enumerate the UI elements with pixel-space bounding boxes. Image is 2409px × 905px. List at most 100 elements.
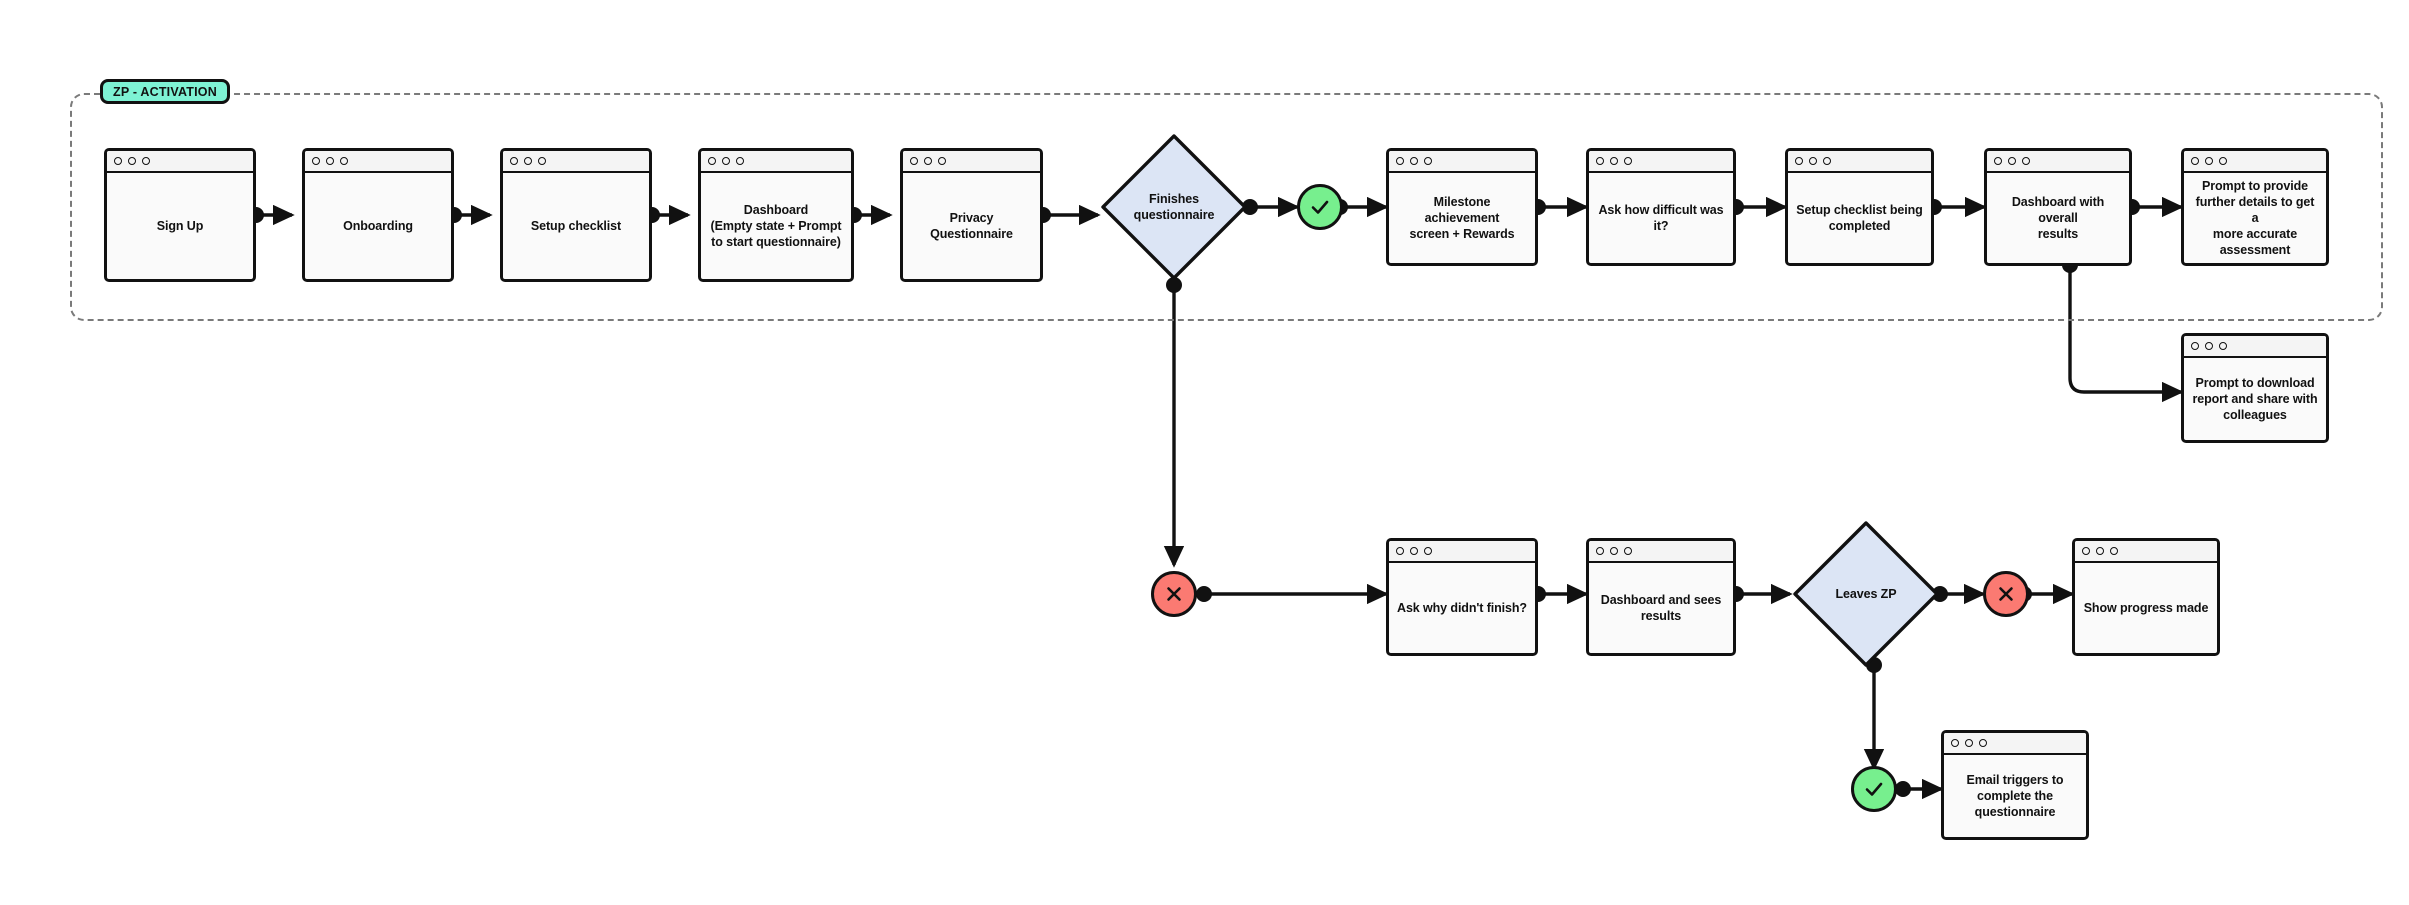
- window-titlebar: [503, 151, 649, 173]
- window-dot-icon: [1795, 157, 1803, 165]
- window-dot-icon: [708, 157, 716, 165]
- window-dot-icon: [2082, 547, 2090, 555]
- node-success-marker-top[interactable]: [1297, 184, 1343, 230]
- window-titlebar: [701, 151, 851, 173]
- node-label: Ask how difficult was it?: [1598, 203, 1724, 233]
- window-titlebar: [2184, 151, 2326, 173]
- window-dot-icon: [2219, 157, 2227, 165]
- window-body: Email triggers to complete the questionn…: [1944, 755, 2086, 837]
- window-titlebar: [2184, 336, 2326, 358]
- node-label: Dashboard (Empty state + Prompt to start…: [710, 203, 842, 249]
- node-finishes-questionnaire[interactable]: Finishes questionnaire: [1098, 131, 1250, 283]
- window-titlebar: [1788, 151, 1931, 173]
- node-label: Show progress made: [2083, 601, 2209, 615]
- node-setup-checklist[interactable]: Setup checklist: [500, 148, 652, 282]
- window-titlebar: [903, 151, 1040, 173]
- cross-mark-icon: [1999, 587, 2013, 601]
- node-milestone-achievement[interactable]: Milestone achievement screen + Rewards: [1386, 148, 1538, 266]
- node-label: Ask why didn't finish?: [1397, 601, 1527, 615]
- group-badge-label: ZP - ACTIVATION: [113, 84, 217, 99]
- window-titlebar: [1944, 733, 2086, 755]
- window-dot-icon: [722, 157, 730, 165]
- window-body: Privacy Questionnaire: [903, 173, 1040, 279]
- node-prompt-download-report[interactable]: Prompt to download report and share with…: [2181, 333, 2329, 443]
- window-dot-icon: [1823, 157, 1831, 165]
- node-dashboard-empty-state[interactable]: Dashboard (Empty state + Prompt to start…: [698, 148, 854, 282]
- window-body: Dashboard with overall results: [1987, 173, 2129, 263]
- node-dashboard-sees-results[interactable]: Dashboard and sees results: [1586, 538, 1736, 656]
- node-fail-marker-questionnaire[interactable]: [1151, 571, 1197, 617]
- window-dot-icon: [1951, 739, 1959, 747]
- window-dot-icon: [1979, 739, 1987, 747]
- window-dot-icon: [1624, 547, 1632, 555]
- window-body: Onboarding: [305, 173, 451, 279]
- window-dot-icon: [1610, 547, 1618, 555]
- window-titlebar: [1389, 541, 1535, 563]
- window-dot-icon: [1396, 157, 1404, 165]
- node-label: Email triggers to complete the questionn…: [1966, 773, 2064, 819]
- window-dot-icon: [142, 157, 150, 165]
- node-label: Setup checklist: [530, 219, 622, 233]
- cross-mark-icon: [1167, 587, 1181, 601]
- node-label: Prompt to provide further details to get…: [2195, 179, 2315, 257]
- node-label: Prompt to download report and share with…: [2192, 376, 2318, 422]
- node-show-progress-made[interactable]: Show progress made: [2072, 538, 2220, 656]
- window-dot-icon: [1596, 157, 1604, 165]
- window-dot-icon: [1809, 157, 1817, 165]
- window-dot-icon: [312, 157, 320, 165]
- node-privacy-questionnaire[interactable]: Privacy Questionnaire: [900, 148, 1043, 282]
- group-container-activation: [70, 93, 2383, 321]
- window-dot-icon: [1610, 157, 1618, 165]
- diamond-shape: [1101, 134, 1247, 280]
- window-dot-icon: [910, 157, 918, 165]
- window-body: Dashboard (Empty state + Prompt to start…: [701, 173, 851, 279]
- window-dot-icon: [1410, 547, 1418, 555]
- node-label: Setup checklist being completed: [1796, 203, 1923, 233]
- node-label: Leaves ZP: [1835, 587, 1897, 601]
- window-titlebar: [1987, 151, 2129, 173]
- window-dot-icon: [1424, 157, 1432, 165]
- window-titlebar: [1589, 541, 1733, 563]
- window-titlebar: [305, 151, 451, 173]
- window-dot-icon: [510, 157, 518, 165]
- node-onboarding[interactable]: Onboarding: [302, 148, 454, 282]
- window-dot-icon: [2022, 157, 2030, 165]
- window-titlebar: [2075, 541, 2217, 563]
- window-titlebar: [107, 151, 253, 173]
- node-ask-difficulty[interactable]: Ask how difficult was it?: [1586, 148, 1736, 266]
- check-mark-icon: [1311, 200, 1329, 214]
- window-body: Setup checklist: [503, 173, 649, 279]
- node-ask-why-didnt-finish[interactable]: Ask why didn't finish?: [1386, 538, 1538, 656]
- window-dot-icon: [524, 157, 532, 165]
- window-dot-icon: [2205, 342, 2213, 350]
- node-label: Milestone achievement screen + Rewards: [1409, 195, 1515, 241]
- window-body: Ask why didn't finish?: [1389, 563, 1535, 653]
- node-dashboard-overall-results[interactable]: Dashboard with overall results: [1984, 148, 2132, 266]
- window-dot-icon: [1965, 739, 1973, 747]
- window-dot-icon: [1994, 157, 2002, 165]
- window-dot-icon: [938, 157, 946, 165]
- node-fail-marker-leaves[interactable]: [1983, 571, 2029, 617]
- group-badge-activation[interactable]: ZP - ACTIVATION: [100, 79, 230, 104]
- node-sign-up[interactable]: Sign Up: [104, 148, 256, 282]
- node-label: Dashboard with overall results: [2011, 195, 2105, 241]
- window-dot-icon: [2191, 157, 2199, 165]
- window-dot-icon: [2110, 547, 2118, 555]
- node-prompt-further-details[interactable]: Prompt to provide further details to get…: [2181, 148, 2329, 266]
- window-body: Setup checklist being completed: [1788, 173, 1931, 263]
- window-body: Ask how difficult was it?: [1589, 173, 1733, 263]
- window-dot-icon: [2096, 547, 2104, 555]
- window-dot-icon: [2191, 342, 2199, 350]
- node-email-triggers[interactable]: Email triggers to complete the questionn…: [1941, 730, 2089, 840]
- window-body: Dashboard and sees results: [1589, 563, 1733, 653]
- node-leaves-zp[interactable]: Leaves ZP: [1790, 518, 1942, 670]
- node-success-marker-bottom[interactable]: [1851, 766, 1897, 812]
- window-dot-icon: [1396, 547, 1404, 555]
- node-label: Privacy Questionnaire: [930, 211, 1013, 241]
- diamond-shape: [1793, 521, 1939, 667]
- window-body: Show progress made: [2075, 563, 2217, 653]
- node-setup-checklist-completed[interactable]: Setup checklist being completed: [1785, 148, 1934, 266]
- window-body: Milestone achievement screen + Rewards: [1389, 173, 1535, 263]
- window-dot-icon: [340, 157, 348, 165]
